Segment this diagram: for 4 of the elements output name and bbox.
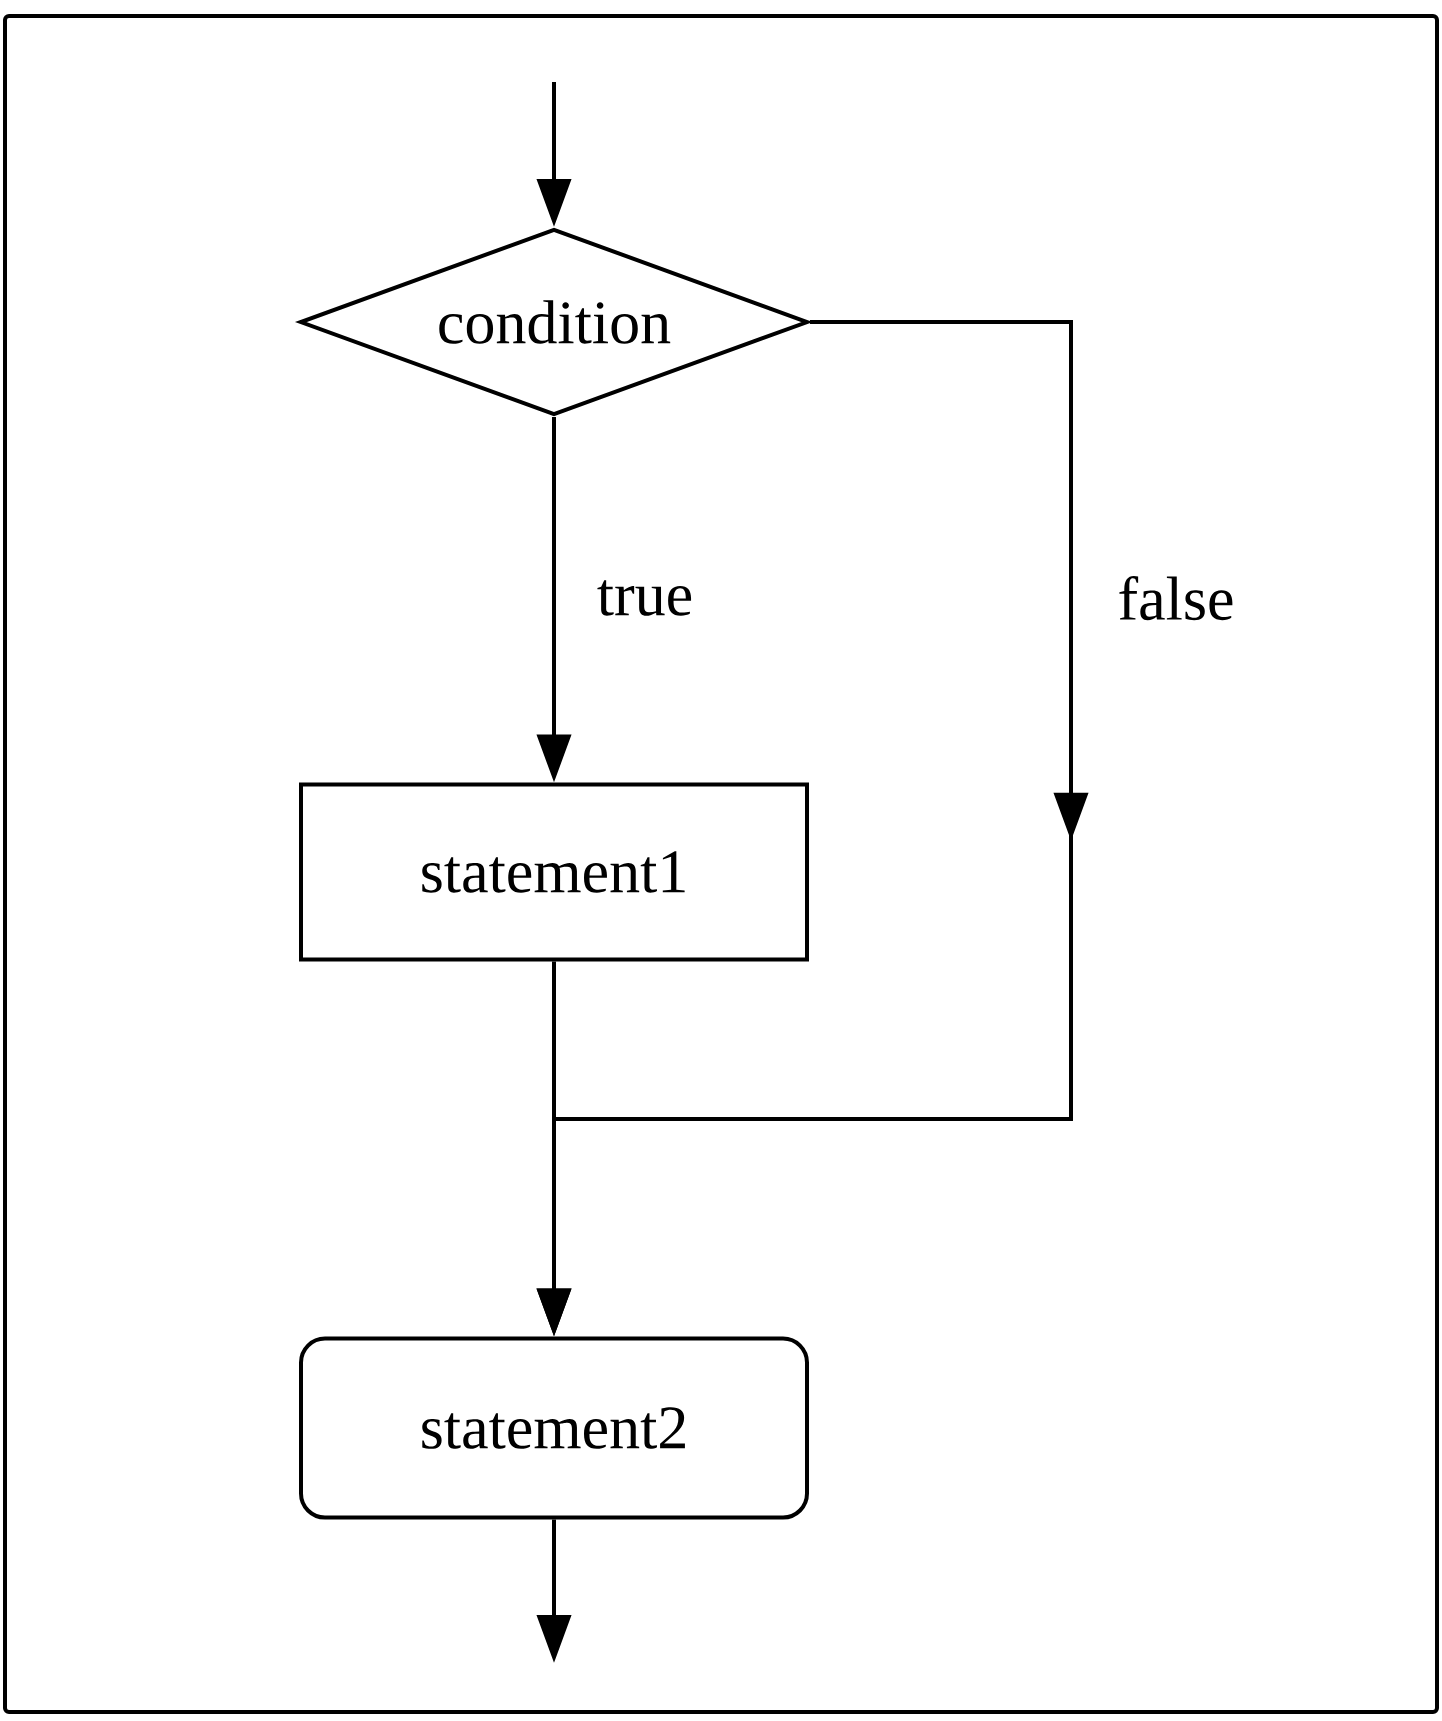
rounded-box: statement2 xyxy=(299,1336,809,1520)
process-box: statement1 xyxy=(299,782,809,962)
edge-label: false xyxy=(1115,573,1237,623)
edge-label: true xyxy=(594,578,696,618)
